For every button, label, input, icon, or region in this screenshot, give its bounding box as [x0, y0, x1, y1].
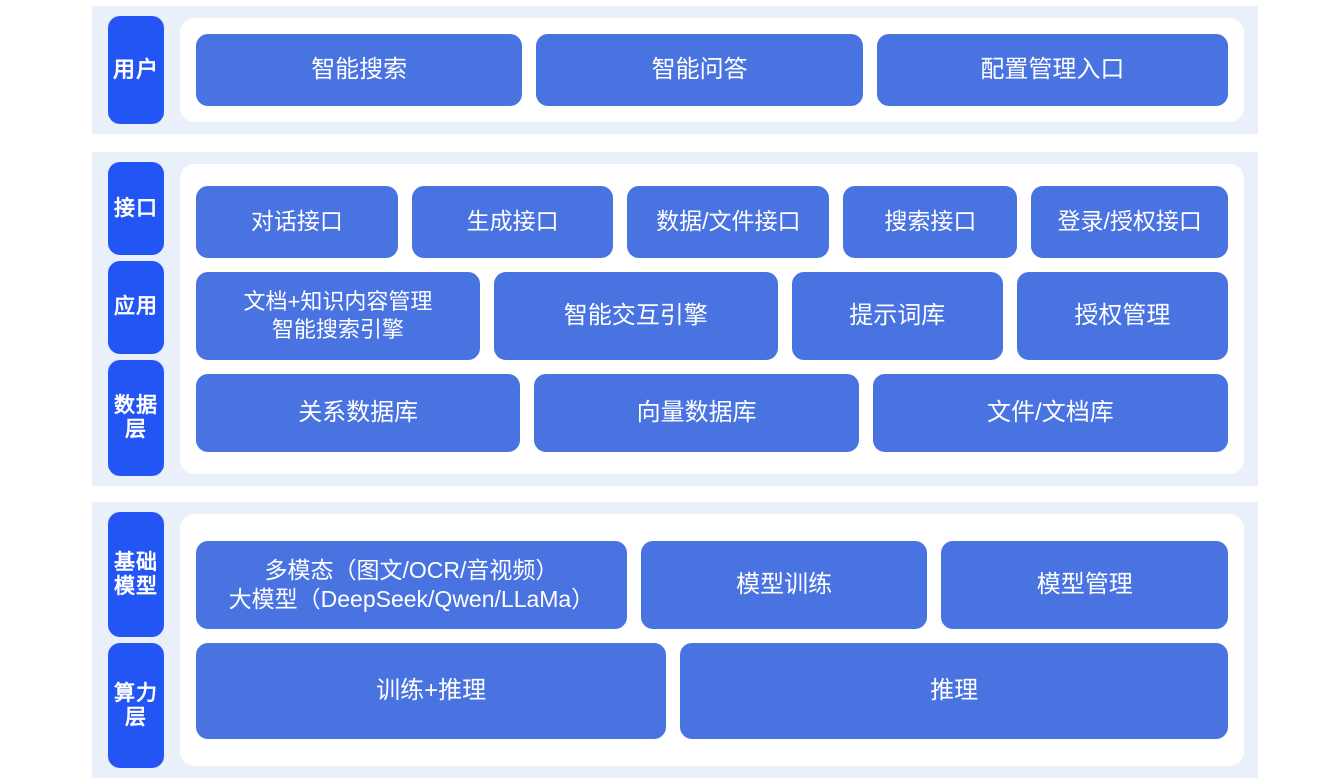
row-model: 多模态（图文/OCR/音视频） 大模型（DeepSeek/Qwen/LLaMa）… — [196, 541, 1228, 629]
block-dialog-api[interactable]: 对话接口 — [196, 186, 398, 258]
block-training-and-inference[interactable]: 训练+推理 — [196, 643, 667, 739]
block-vector-database[interactable]: 向量数据库 — [534, 374, 859, 452]
section-user: 用户 智能搜索 智能问答 配置管理入口 — [92, 6, 1258, 134]
block-model-training[interactable]: 模型训练 — [640, 541, 928, 629]
section-middle: 接口 应用 数据层 对话接口 生成接口 数据/文件接口 搜索接口 登录/授权接口… — [92, 152, 1258, 486]
block-login-auth-api[interactable]: 登录/授权接口 — [1031, 186, 1228, 258]
card-middle: 对话接口 生成接口 数据/文件接口 搜索接口 登录/授权接口 文档+知识内容管理… — [180, 164, 1244, 474]
layer-tab-application[interactable]: 应用 — [108, 260, 164, 354]
block-multimodal-large-model[interactable]: 多模态（图文/OCR/音视频） 大模型（DeepSeek/Qwen/LLaMa） — [196, 541, 627, 629]
row-compute: 训练+推理 推理 — [196, 643, 1228, 739]
tab-column-user: 用户 — [92, 6, 180, 134]
block-data-file-api[interactable]: 数据/文件接口 — [627, 186, 830, 258]
row-application: 文档+知识内容管理 智能搜索引擎 智能交互引擎 提示词库 授权管理 — [196, 272, 1228, 360]
row-data: 关系数据库 向量数据库 文件/文档库 — [196, 374, 1228, 452]
layer-tab-data[interactable]: 数据层 — [108, 359, 164, 476]
card-user: 智能搜索 智能问答 配置管理入口 — [180, 18, 1244, 122]
section-base: 基础模型 算力层 多模态（图文/OCR/音视频） 大模型（DeepSeek/Qw… — [92, 502, 1258, 778]
layer-tab-interface[interactable]: 接口 — [108, 162, 164, 255]
block-smart-qa[interactable]: 智能问答 — [536, 34, 863, 106]
layer-tab-foundation-model[interactable]: 基础模型 — [108, 512, 164, 637]
block-smart-search[interactable]: 智能搜索 — [196, 34, 523, 106]
block-relational-database[interactable]: 关系数据库 — [196, 374, 521, 452]
row-api: 对话接口 生成接口 数据/文件接口 搜索接口 登录/授权接口 — [196, 186, 1228, 258]
tab-column-base: 基础模型 算力层 — [92, 502, 180, 778]
block-prompt-library[interactable]: 提示词库 — [791, 272, 1003, 360]
block-search-api[interactable]: 搜索接口 — [843, 186, 1018, 258]
layer-tab-user[interactable]: 用户 — [108, 16, 164, 124]
block-model-management[interactable]: 模型管理 — [941, 541, 1228, 629]
block-file-document-store[interactable]: 文件/文档库 — [872, 374, 1228, 452]
block-generation-api[interactable]: 生成接口 — [411, 186, 614, 258]
card-base: 多模态（图文/OCR/音视频） 大模型（DeepSeek/Qwen/LLaMa）… — [180, 514, 1244, 766]
block-config-management-entry[interactable]: 配置管理入口 — [876, 34, 1228, 106]
block-document-knowledge-management[interactable]: 文档+知识内容管理 智能搜索引擎 — [196, 272, 480, 360]
layer-tab-compute[interactable]: 算力层 — [108, 643, 164, 768]
tab-column-middle: 接口 应用 数据层 — [92, 152, 180, 486]
block-authorization-management[interactable]: 授权管理 — [1016, 272, 1228, 360]
block-interaction-engine[interactable]: 智能交互引擎 — [493, 272, 778, 360]
block-inference[interactable]: 推理 — [680, 643, 1228, 739]
row-user-entries: 智能搜索 智能问答 配置管理入口 — [196, 34, 1228, 106]
